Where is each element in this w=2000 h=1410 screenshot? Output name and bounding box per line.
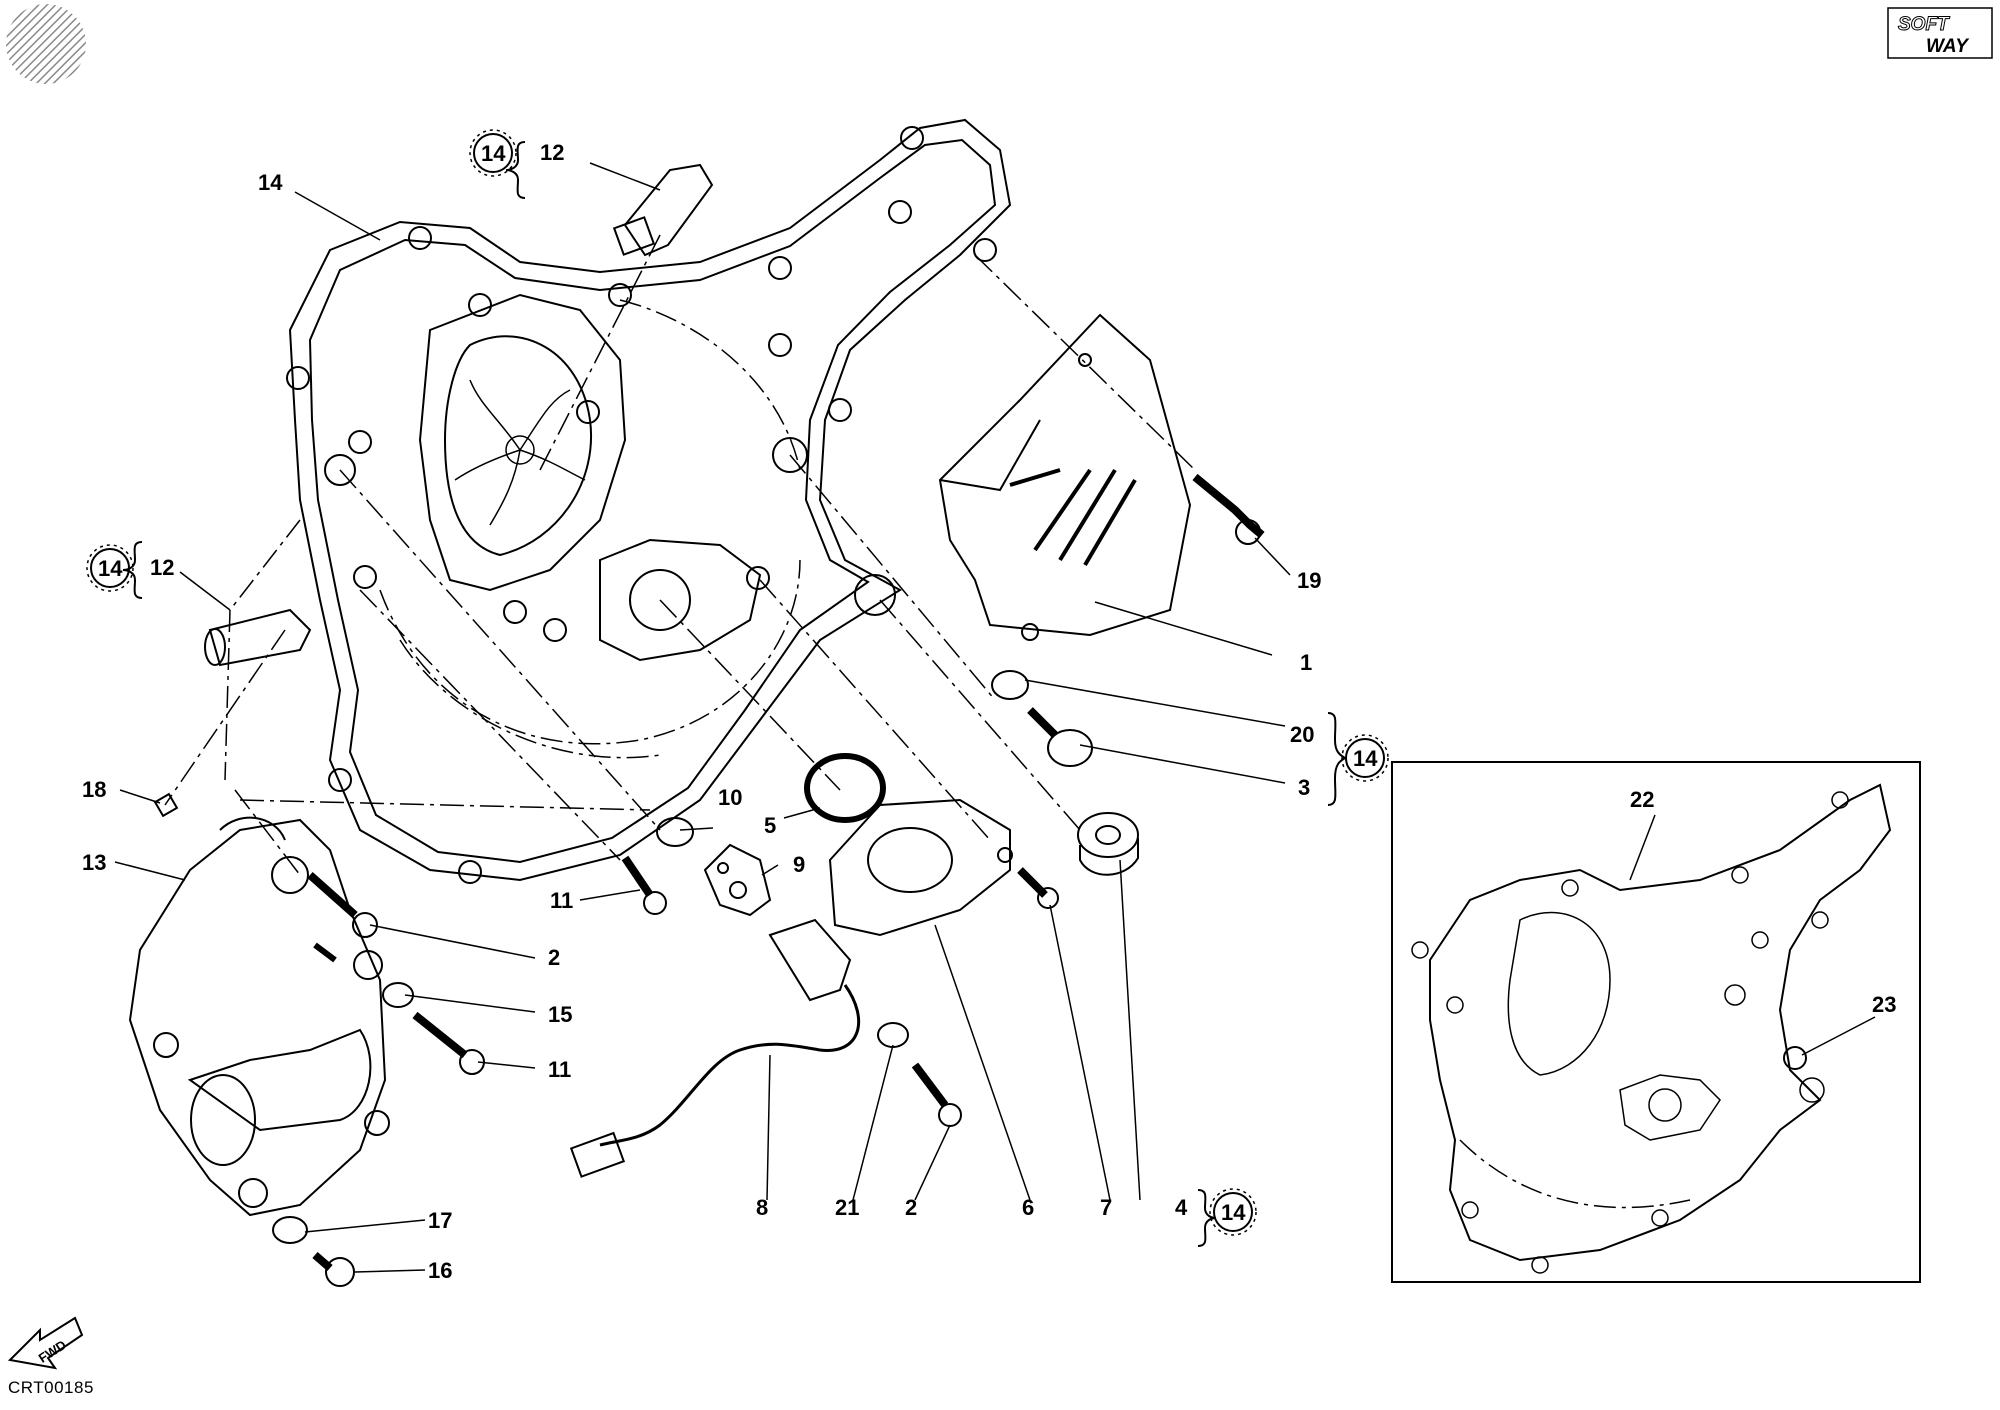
callout-19: 19 [1297, 568, 1321, 593]
drawing-code: CRT00185 [8, 1378, 94, 1397]
brand-logo: SOFT WAY [1886, 6, 1994, 60]
ref-14-right: 14 [1353, 746, 1378, 771]
callout-labels: 1 2 2 3 4 5 6 7 8 9 10 11 11 12 12 13 14… [82, 140, 1896, 1283]
ref-14-top: 14 [481, 141, 506, 166]
logo-circle [6, 4, 86, 84]
forward-arrow: FWD [7, 1316, 84, 1370]
sprocket-cover [938, 313, 1192, 641]
callout-20: 20 [1290, 722, 1314, 747]
callout-5: 5 [764, 813, 776, 838]
callout-17: 17 [428, 1208, 452, 1233]
leader-lines [114, 162, 1876, 1273]
callout-9: 9 [793, 852, 805, 877]
callout-7: 7 [1100, 1195, 1112, 1220]
ref-14-bottom: 14 [1221, 1200, 1246, 1225]
pump-cover [128, 816, 390, 1217]
callout-10: 10 [718, 785, 742, 810]
callout-15: 15 [548, 1002, 572, 1027]
brand-logo-mark: SOFT WAY [1887, 7, 1993, 59]
callout-18: 18 [82, 777, 106, 802]
callout-14: 14 [258, 170, 283, 195]
callout-1: 1 [1300, 650, 1312, 675]
callout-8: 8 [756, 1195, 768, 1220]
impeller [454, 379, 586, 526]
braces [122, 141, 1347, 1247]
callout-3: 3 [1298, 775, 1310, 800]
callout-13: 13 [82, 850, 106, 875]
clutch-cover [224, 118, 1012, 884]
callout-2: 2 [548, 945, 560, 970]
o-ring [804, 753, 886, 823]
callout-22: 22 [1630, 787, 1654, 812]
ref-14-left: 14 [98, 556, 123, 581]
callout-23: 23 [1872, 992, 1896, 1017]
callout-2: 2 [905, 1195, 917, 1220]
brand-logo-bottom: WAY [1926, 36, 1970, 57]
reference-circles [86, 129, 1389, 1236]
callout-12: 12 [150, 555, 174, 580]
callout-6: 6 [1022, 1195, 1034, 1220]
inset-frame [1391, 761, 1921, 1283]
callout-16: 16 [428, 1258, 452, 1283]
small-parts [153, 163, 1265, 1287]
callout-11: 11 [548, 1057, 571, 1082]
callout-12: 12 [540, 140, 564, 165]
callout-21: 21 [835, 1195, 859, 1220]
callout-4: 4 [1175, 1195, 1188, 1220]
brand-logo-top: SOFT [1898, 14, 1950, 35]
assembly-lines [164, 234, 1196, 876]
callout-11: 11 [550, 888, 573, 913]
bolt-holes [286, 126, 997, 884]
